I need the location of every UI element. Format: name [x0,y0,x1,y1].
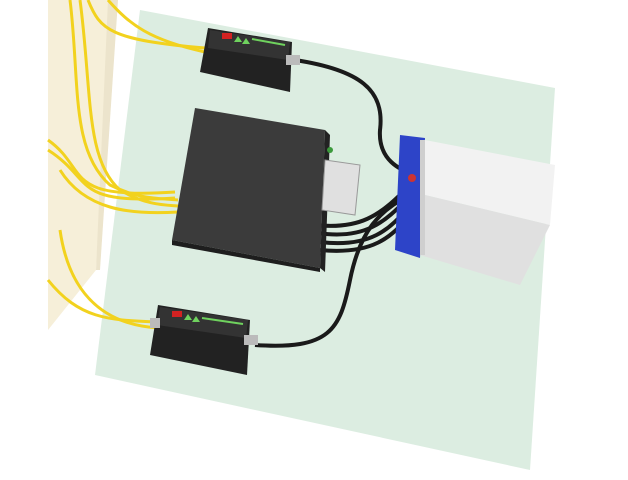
left-wall-edge [96,0,118,270]
driver-module-bottom [150,305,258,375]
driver-module-top [200,28,300,92]
metal-enclosure [395,135,555,285]
black-cables [254,58,416,348]
terminal-block [321,147,361,216]
power-supply-box [172,108,330,272]
left-wall [48,0,118,330]
yellow-cables [46,0,206,330]
